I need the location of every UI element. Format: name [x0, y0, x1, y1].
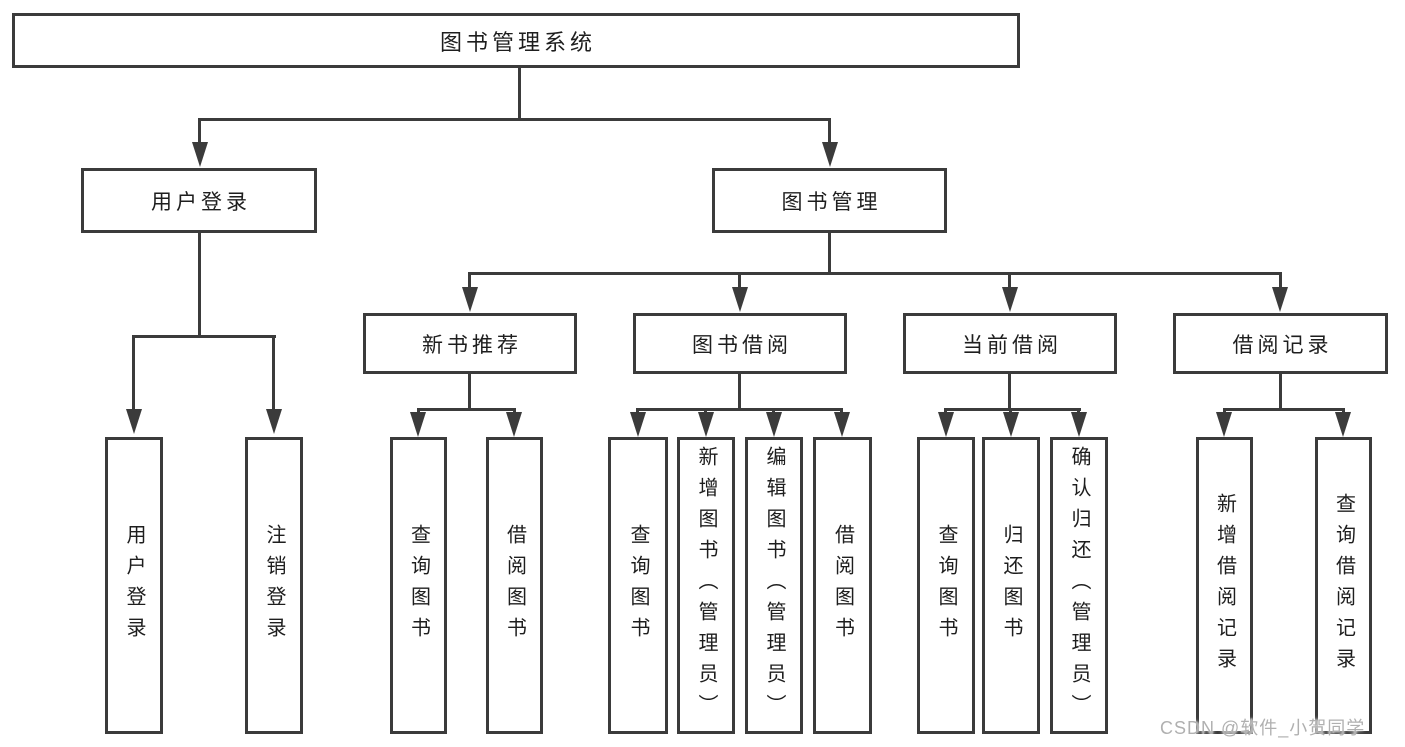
connector-current-drop-2 — [1009, 408, 1012, 414]
connector-newbook-bar — [417, 408, 516, 411]
arrowhead-icon — [1002, 287, 1018, 312]
connector-borrowing-bar — [636, 408, 843, 411]
leaf-query-books-current-label: 查询图书 — [935, 523, 957, 648]
leaf-user-login-label: 用户登录 — [123, 523, 145, 648]
connector-bookmgmt-bar — [468, 272, 1282, 275]
leaf-query-books-current: 查询图书 — [917, 437, 975, 734]
node-root-label: 图书管理系统 — [439, 29, 596, 55]
leaf-add-borrow-record-label: 新增借阅记录 — [1213, 492, 1236, 679]
arrowhead-icon — [834, 412, 850, 437]
connector-newbook-stem — [468, 374, 471, 408]
arrowhead-icon — [732, 287, 748, 312]
connector-borrowing-stem — [738, 374, 741, 408]
leaf-logout-login-label: 注销登录 — [263, 523, 285, 648]
leaf-query-books-borrowing-label: 查询图书 — [627, 523, 649, 648]
leaf-edit-book-admin: 编辑图书（管理员） — [745, 437, 803, 734]
connector-root-stem — [518, 68, 521, 118]
leaf-confirm-return-admin: 确认归还（管理员） — [1050, 437, 1108, 734]
arrowhead-icon — [126, 409, 142, 434]
leaf-query-books-recommend-label: 查询图书 — [407, 523, 430, 648]
arrowhead-icon — [630, 412, 646, 437]
node-new-book-recommend-label: 新书推荐 — [422, 333, 522, 357]
connector-userlogin-drop-1 — [132, 335, 135, 410]
arrowhead-icon — [1335, 412, 1351, 437]
leaf-borrow-books-borrowing: 借阅图书 — [813, 437, 872, 734]
leaf-borrow-books-recommend-label: 借阅图书 — [503, 523, 526, 648]
leaf-confirm-return-admin-label: 确认归还（管理员） — [1068, 446, 1090, 725]
leaf-query-books-borrowing: 查询图书 — [608, 437, 668, 734]
connector-borrowing-drop-3 — [772, 408, 775, 414]
connector-records-stem — [1279, 374, 1282, 408]
arrowhead-icon — [1003, 412, 1019, 437]
node-borrowing-records: 借阅记录 — [1173, 313, 1388, 374]
node-current-borrowing: 当前借阅 — [903, 313, 1117, 374]
node-book-borrowing-label: 图书借阅 — [692, 333, 792, 357]
connector-records-drop-1 — [1223, 408, 1226, 414]
connector-root-drop-left — [198, 118, 201, 143]
connector-newbook-drop-2 — [513, 408, 516, 414]
connector-current-drop-3 — [1077, 408, 1080, 414]
node-user-login: 用户登录 — [81, 168, 317, 233]
connector-bookmgmt-drop-4 — [1279, 272, 1282, 288]
leaf-borrow-books-recommend: 借阅图书 — [486, 437, 543, 734]
node-book-management: 图书管理 — [712, 168, 947, 233]
leaf-user-login: 用户登录 — [105, 437, 163, 734]
node-borrowing-records-label: 借阅记录 — [1232, 333, 1333, 357]
arrowhead-icon — [410, 412, 426, 437]
leaf-add-book-admin-label: 新增图书（管理员） — [695, 446, 717, 725]
leaf-borrow-books-borrowing-label: 借阅图书 — [831, 523, 854, 648]
leaf-add-book-admin: 新增图书（管理员） — [677, 437, 735, 734]
connector-root-drop-right — [828, 118, 831, 143]
leaf-return-books: 归还图书 — [982, 437, 1040, 734]
connector-borrowing-drop-4 — [840, 408, 843, 414]
node-root: 图书管理系统 — [12, 13, 1020, 68]
connector-records-bar — [1223, 408, 1345, 411]
leaf-query-books-recommend: 查询图书 — [390, 437, 447, 734]
arrowhead-icon — [822, 142, 838, 167]
connector-current-stem — [1008, 374, 1011, 408]
arrowhead-icon — [192, 142, 208, 167]
leaf-return-books-label: 归还图书 — [1000, 523, 1022, 648]
node-current-borrowing-label: 当前借阅 — [962, 333, 1062, 357]
arrowhead-icon — [266, 409, 282, 434]
arrowhead-icon — [698, 412, 714, 437]
arrowhead-icon — [1071, 412, 1087, 437]
connector-borrowing-drop-1 — [636, 408, 639, 414]
connector-userlogin-bar — [132, 335, 276, 338]
node-book-management-label: 图书管理 — [781, 190, 882, 214]
arrowhead-icon — [462, 287, 478, 312]
connector-root-bar — [198, 118, 831, 121]
node-new-book-recommend: 新书推荐 — [363, 313, 577, 374]
arrowhead-icon — [1216, 412, 1232, 437]
arrowhead-icon — [506, 412, 522, 437]
arrowhead-icon — [1272, 287, 1288, 312]
connector-bookmgmt-drop-1 — [468, 272, 471, 288]
leaf-add-borrow-record: 新增借阅记录 — [1196, 437, 1253, 734]
leaf-logout-login: 注销登录 — [245, 437, 303, 734]
connector-current-bar — [944, 408, 1081, 411]
connector-bookmgmt-stem — [828, 233, 831, 272]
leaf-query-borrow-record: 查询借阅记录 — [1315, 437, 1372, 734]
connector-newbook-drop-1 — [417, 408, 420, 414]
connector-borrowing-drop-2 — [704, 408, 707, 414]
arrowhead-icon — [938, 412, 954, 437]
connector-bookmgmt-drop-2 — [738, 272, 741, 288]
connector-bookmgmt-drop-3 — [1008, 272, 1011, 288]
leaf-edit-book-admin-label: 编辑图书（管理员） — [763, 446, 785, 725]
connector-userlogin-stem — [198, 233, 201, 335]
connector-current-drop-1 — [944, 408, 947, 414]
watermark: CSDN @软件_小贺同学 — [1160, 718, 1366, 738]
arrowhead-icon — [766, 412, 782, 437]
node-user-login-label: 用户登录 — [151, 190, 251, 214]
leaf-query-borrow-record-label: 查询借阅记录 — [1332, 492, 1355, 679]
node-book-borrowing: 图书借阅 — [633, 313, 847, 374]
connector-userlogin-drop-2 — [272, 335, 275, 410]
connector-records-drop-2 — [1342, 408, 1345, 414]
